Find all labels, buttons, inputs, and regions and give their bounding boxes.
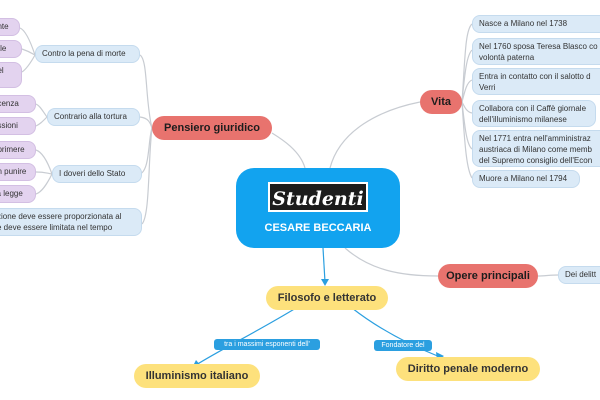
vita-leaf-amm-line-3: del Supremo consiglio dell'Econ bbox=[479, 156, 593, 165]
leaf-pena-1[interactable]: ente bbox=[0, 18, 20, 36]
vita-leaf-matrimonio[interactable]: Nel 1760 sposa Teresa Blasco co volontà … bbox=[472, 38, 600, 65]
leaf-pena-3[interactable]: del bbox=[0, 62, 22, 88]
vita-leaf-amm-line-2: austriaca di Milano come memb bbox=[479, 145, 592, 154]
leaf-tortura-1[interactable]: ocenza bbox=[0, 95, 36, 113]
leaf-proporzione-line-1: zione deve essere proporzionata al bbox=[0, 212, 122, 221]
vita-leaf-salotto-line-1: Entra in contatto con il salotto d bbox=[479, 72, 591, 81]
topic-illuminismo-italiano[interactable]: Illuminismo italiano bbox=[134, 364, 260, 388]
vita-leaf-amm-line-1: Nel 1771 entra nell'amministraz bbox=[479, 134, 591, 143]
vita-leaf-morte-line-1: Muore a Milano nel 1794 bbox=[479, 174, 568, 183]
subtopic-tortura[interactable]: Contrario alla tortura bbox=[47, 108, 140, 126]
leaf-doveri-2[interactable]: on punire bbox=[0, 163, 36, 181]
central-topic[interactable]: Studenti CESARE BECCARIA bbox=[236, 168, 400, 248]
vita-leaf-nascita-line-1: Nasce a Milano nel 1738 bbox=[479, 19, 568, 28]
vita-leaf-caffe[interactable]: Collabora con il Caffè giornale dell'ill… bbox=[472, 100, 596, 127]
opere-leaf[interactable]: Dei delitt bbox=[558, 266, 600, 284]
link-label-esponenti: tra i massimi esponenti dell' bbox=[214, 339, 320, 350]
topic-vita[interactable]: Vita bbox=[420, 90, 462, 114]
topic-pensiero-giuridico[interactable]: Pensiero giuridico bbox=[152, 116, 272, 140]
leaf-pena-2[interactable]: rale bbox=[0, 40, 22, 58]
leaf-proporzione[interactable]: zione deve essere proporzionata al e dev… bbox=[0, 208, 142, 236]
vita-leaf-salotto-verri[interactable]: Entra in contatto con il salotto d Verri bbox=[472, 68, 600, 95]
leaf-tortura-2[interactable]: essioni bbox=[0, 117, 36, 135]
vita-leaf-caffe-line-2: dell'illuminismo milanese bbox=[479, 115, 567, 124]
subtopic-pena-di-morte[interactable]: Contro la pena di morte bbox=[35, 45, 140, 63]
vita-leaf-matrimonio-line-2: volontà paterna bbox=[479, 53, 535, 62]
leaf-doveri-3[interactable]: lla legge bbox=[0, 185, 36, 203]
link-label-fondatore: Fondatore del bbox=[374, 340, 432, 351]
subtopic-doveri-stato[interactable]: I doveri dello Stato bbox=[52, 165, 142, 183]
leaf-doveri-1[interactable]: eprimere bbox=[0, 141, 36, 159]
topic-diritto-penale-moderno[interactable]: Diritto penale moderno bbox=[396, 357, 540, 381]
topic-filosofo-e-letterato[interactable]: Filosofo e letterato bbox=[266, 286, 388, 310]
vita-leaf-nascita[interactable]: Nasce a Milano nel 1738 bbox=[472, 15, 600, 33]
vita-leaf-salotto-line-2: Verri bbox=[479, 83, 496, 92]
vita-leaf-caffe-line-1: Collabora con il Caffè giornale bbox=[479, 104, 587, 113]
leaf-proporzione-line-2: e deve essere limitata nel tempo bbox=[0, 223, 113, 232]
studenti-logo: Studenti bbox=[268, 182, 368, 212]
topic-opere-principali[interactable]: Opere principali bbox=[438, 264, 538, 288]
central-topic-title: CESARE BECCARIA bbox=[264, 222, 372, 234]
vita-leaf-morte[interactable]: Muore a Milano nel 1794 bbox=[472, 170, 580, 188]
vita-leaf-matrimonio-line-1: Nel 1760 sposa Teresa Blasco co bbox=[479, 42, 598, 51]
vita-leaf-amministrazione[interactable]: Nel 1771 entra nell'amministraz austriac… bbox=[472, 130, 600, 167]
